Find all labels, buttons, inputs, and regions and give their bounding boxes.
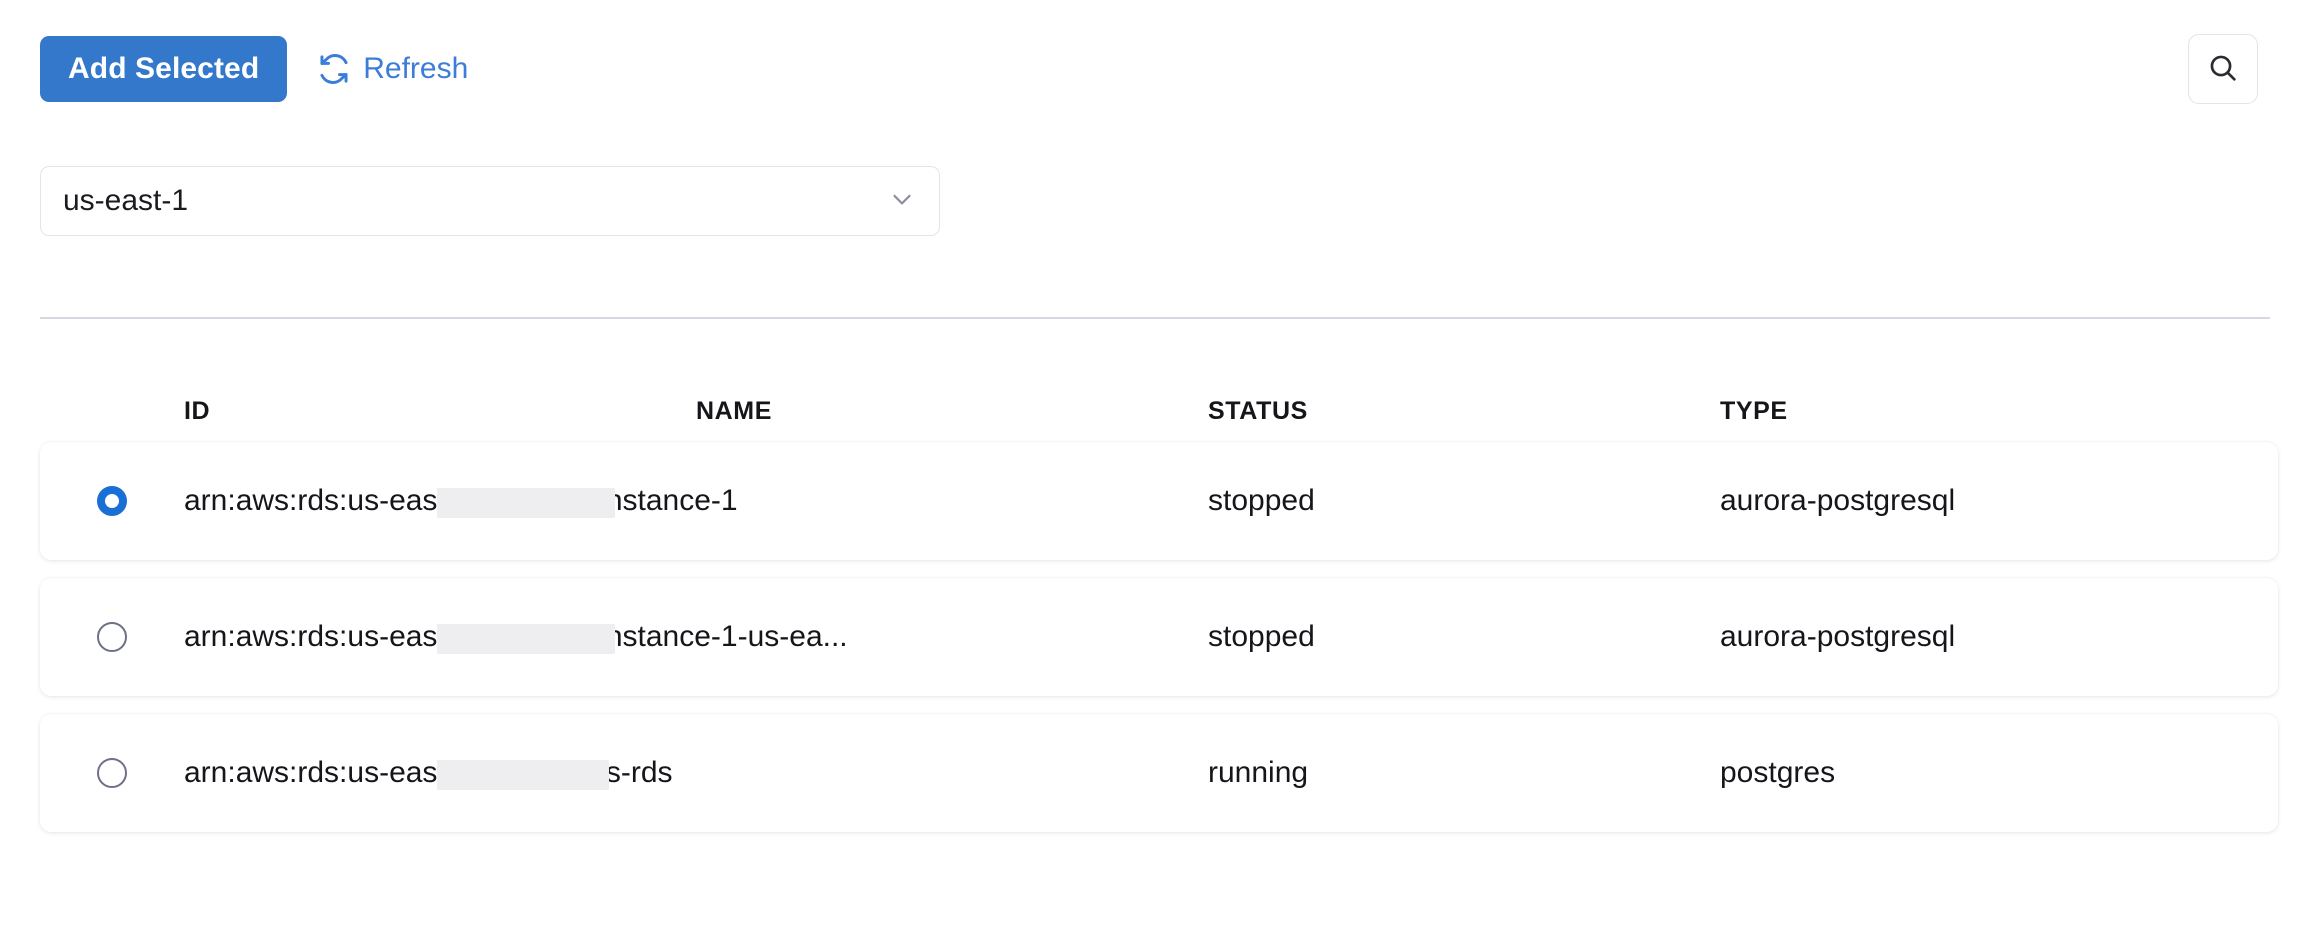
row-select-cell[interactable]: [40, 758, 184, 788]
row-id-suffix: base-1-instance-1: [497, 484, 738, 517]
refresh-label: Refresh: [363, 52, 469, 85]
add-selected-button[interactable]: Add Selected: [40, 36, 288, 102]
table-header-row: ID NAME STATUS TYPE: [40, 380, 2278, 442]
row-select-cell[interactable]: [40, 622, 184, 652]
chevron-down-icon: [887, 184, 917, 219]
row-status-cell: running: [1208, 756, 1309, 789]
row-type-cell: aurora-postgresql: [1720, 484, 1956, 517]
row-id-suffix: base-1-instance-1-us-ea...: [497, 620, 848, 653]
resource-table: ID NAME STATUS TYPE arn:aws:rds:us-east-…: [40, 380, 2278, 850]
radio-button-unselected[interactable]: [97, 622, 127, 652]
row-id-suffix: todo-ecs-rds: [497, 756, 673, 789]
table-header-type: TYPE: [1720, 396, 1788, 425]
row-status-cell: stopped: [1208, 484, 1315, 517]
table-row[interactable]: arn:aws:rds:us-east-1:3base-1-instance-1…: [40, 578, 2278, 696]
search-icon: [2206, 51, 2240, 88]
table-row[interactable]: arn:aws:rds:us-east-1:3base-1-instance-1…: [40, 442, 2278, 560]
region-select[interactable]: us-east-1: [40, 166, 940, 236]
table-header-id: ID: [184, 396, 211, 425]
row-status-cell: stopped: [1208, 620, 1315, 653]
table-row[interactable]: arn:aws:rds:us-east-1:3 todo-ecs-rds run…: [40, 714, 2278, 832]
radio-button-unselected[interactable]: [97, 758, 127, 788]
row-id-cell: arn:aws:rds:us-east-1:3base-1-instance-1: [184, 484, 1208, 518]
row-type-cell: postgres: [1720, 756, 1836, 789]
row-id-prefix: arn:aws:rds:us-east-1:3: [184, 484, 498, 517]
row-id-prefix: arn:aws:rds:us-east-1:3: [184, 756, 498, 789]
radio-button-selected[interactable]: [97, 486, 127, 516]
row-type-cell: aurora-postgresql: [1720, 620, 1956, 653]
row-id-prefix: arn:aws:rds:us-east-1:3: [184, 620, 498, 653]
search-button[interactable]: [2188, 34, 2258, 104]
section-divider: [40, 317, 2270, 319]
toolbar: Add Selected Refresh: [40, 34, 2258, 104]
table-header-status: STATUS: [1208, 396, 1308, 425]
row-id-cell: arn:aws:rds:us-east-1:3 todo-ecs-rds: [184, 756, 1208, 790]
row-select-cell[interactable]: [40, 486, 184, 516]
region-select-value: us-east-1: [63, 184, 189, 217]
sync-refresh-icon: [317, 52, 351, 86]
refresh-button[interactable]: Refresh: [313, 46, 472, 92]
row-id-cell: arn:aws:rds:us-east-1:3base-1-instance-1…: [184, 620, 1208, 654]
table-header-name: NAME: [696, 396, 773, 425]
